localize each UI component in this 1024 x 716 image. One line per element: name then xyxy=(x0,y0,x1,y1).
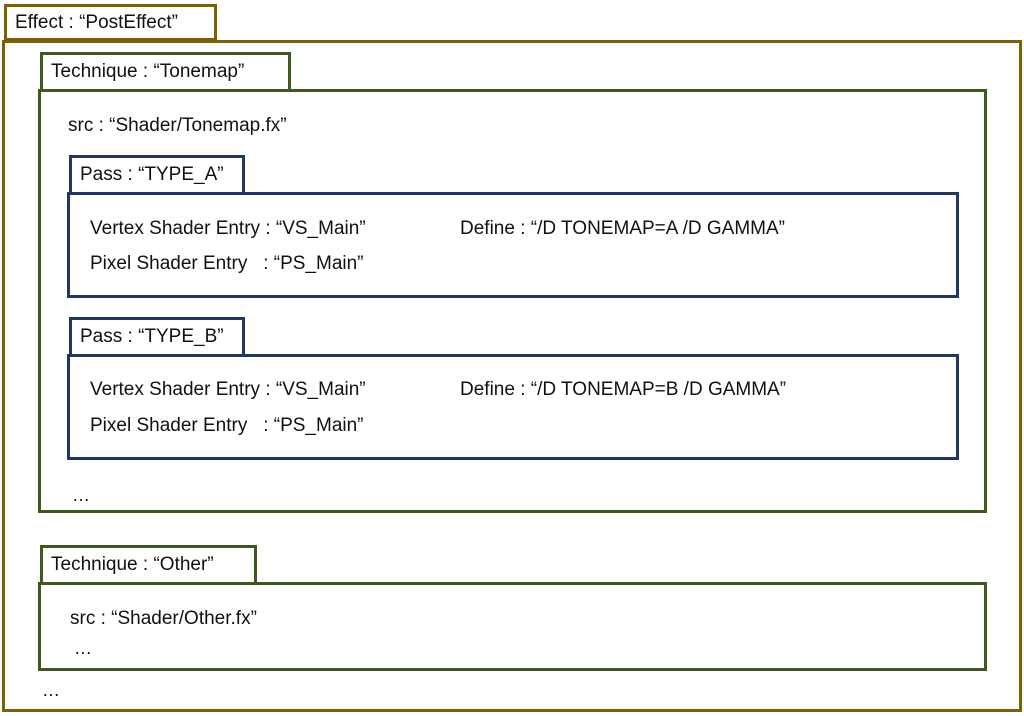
technique-tonemap-ellipsis: … xyxy=(72,485,90,505)
pass-type-a-label: Pass : “TYPE_A” xyxy=(80,164,224,185)
pass-type-b-body xyxy=(67,354,959,460)
pass-type-b-tab: Pass : “TYPE_B” xyxy=(69,317,245,357)
technique-tonemap-label: Technique : “Tonemap” xyxy=(51,61,245,82)
technique-other-src: src : “Shader/Other.fx” xyxy=(70,608,257,629)
technique-tonemap-src: src : “Shader/Tonemap.fx” xyxy=(68,115,287,136)
technique-other-body xyxy=(38,582,987,671)
effect-ellipsis: … xyxy=(42,680,60,700)
pass-type-a-body xyxy=(67,192,959,298)
pass-type-a-pixel-entry: Pixel Shader Entry : “PS_Main” xyxy=(90,253,364,274)
pass-type-b-vertex-entry: Vertex Shader Entry : “VS_Main” xyxy=(90,379,366,400)
pass-type-a-define: Define : “/D TONEMAP=A /D GAMMA” xyxy=(460,218,786,239)
technique-other-ellipsis: … xyxy=(74,638,92,658)
effect-tab: Effect : “PostEffect” xyxy=(4,4,217,41)
technique-other-tab: Technique : “Other” xyxy=(40,545,257,585)
effect-label: Effect : “PostEffect” xyxy=(15,11,178,33)
pass-type-b-pixel-entry: Pixel Shader Entry : “PS_Main” xyxy=(90,415,364,436)
pass-type-b-define: Define : “/D TONEMAP=B /D GAMMA” xyxy=(460,379,787,400)
technique-other-label: Technique : “Other” xyxy=(51,554,214,575)
pass-type-a-tab: Pass : “TYPE_A” xyxy=(69,155,245,195)
pass-type-b-label: Pass : “TYPE_B” xyxy=(80,326,224,347)
technique-tonemap-tab: Technique : “Tonemap” xyxy=(40,52,291,92)
pass-type-a-vertex-entry: Vertex Shader Entry : “VS_Main” xyxy=(90,218,366,239)
